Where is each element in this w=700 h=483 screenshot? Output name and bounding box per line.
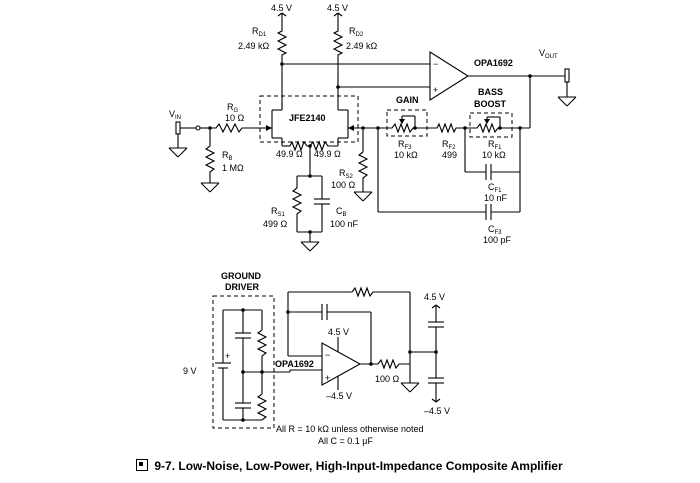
resistor-gd-100ohm: 100 Ω bbox=[375, 358, 410, 384]
svg-text:499: 499 bbox=[442, 150, 457, 160]
svg-text:GAIN: GAIN bbox=[396, 95, 419, 105]
svg-text:10 kΩ: 10 kΩ bbox=[482, 150, 506, 160]
svg-text:RD2: RD2 bbox=[349, 26, 364, 38]
resistor-gd-bottom bbox=[256, 393, 268, 421]
svg-text:JFE2140: JFE2140 bbox=[289, 113, 326, 123]
svg-text:10 kΩ: 10 kΩ bbox=[394, 150, 418, 160]
resistor-rs2: RS2 100 Ω bbox=[331, 151, 369, 192]
svg-text:CF3: CF3 bbox=[488, 224, 502, 236]
resistor-rf2: RF2 499 bbox=[433, 122, 465, 160]
svg-text:49.9 Ω: 49.9 Ω bbox=[314, 149, 341, 159]
opamp-main: − + OPA1692 bbox=[429, 51, 513, 101]
svg-text:10 Ω: 10 Ω bbox=[225, 113, 245, 123]
svg-text:RF2: RF2 bbox=[442, 139, 456, 151]
svg-text:+: + bbox=[225, 351, 230, 361]
resistor-rs1: RS1 499 Ω bbox=[263, 187, 303, 232]
svg-text:100 Ω: 100 Ω bbox=[375, 374, 400, 384]
svg-text:100 pF: 100 pF bbox=[483, 235, 512, 245]
note-capacitors: All C = 0.1 µF bbox=[318, 436, 373, 446]
capacitor-gd-bottom bbox=[235, 372, 251, 420]
svg-text:–4.5 V: –4.5 V bbox=[424, 406, 450, 416]
opamp-ground-driver: − + OPA1692 4.5 V –4.5 V bbox=[275, 327, 362, 401]
svg-text:4.5 V: 4.5 V bbox=[327, 3, 348, 13]
svg-text:RG: RG bbox=[227, 102, 239, 114]
svg-text:RB: RB bbox=[222, 150, 233, 162]
capacitor-cf1: CF1 10 nF bbox=[484, 164, 508, 203]
supply-rd1: 4.5 V bbox=[271, 3, 292, 28]
resistor-rd2: RD2 2.49 kΩ bbox=[332, 26, 378, 58]
svg-text:9 V: 9 V bbox=[183, 366, 197, 376]
resistor-gd-top bbox=[256, 329, 268, 372]
svg-text:10 nF: 10 nF bbox=[484, 193, 508, 203]
resistor-rd1: RD1 2.49 kΩ bbox=[238, 26, 288, 58]
svg-text:CB: CB bbox=[336, 206, 347, 218]
svg-text:OPA1692: OPA1692 bbox=[474, 58, 513, 68]
svg-text:RF1: RF1 bbox=[488, 139, 502, 151]
svg-text:2.49 kΩ: 2.49 kΩ bbox=[346, 41, 378, 51]
supply-caps-output: 4.5 V –4.5 V bbox=[424, 292, 450, 416]
svg-text:RS1: RS1 bbox=[271, 206, 286, 218]
resistor-rs-left: 49.9 Ω bbox=[276, 140, 310, 159]
svg-text:VIN: VIN bbox=[169, 109, 181, 121]
supply-rd2: 4.5 V bbox=[327, 3, 348, 28]
svg-text:4.5 V: 4.5 V bbox=[424, 292, 445, 302]
svg-text:GROUND: GROUND bbox=[221, 271, 261, 281]
svg-text:DRIVER: DRIVER bbox=[225, 282, 260, 292]
potentiometer-rf1: RF1 10 kΩ bbox=[465, 116, 530, 160]
capacitor-gd-feedback bbox=[321, 304, 328, 320]
figure-caption: 9-7. Low-Noise, Low-Power, High-Input-Im… bbox=[136, 459, 563, 473]
svg-text:VOUT: VOUT bbox=[539, 48, 558, 60]
svg-text:2.49 kΩ: 2.49 kΩ bbox=[238, 41, 270, 51]
battery-9v: 9 V + bbox=[183, 310, 231, 420]
vin-connector: VIN bbox=[168, 109, 188, 158]
svg-text:RS2: RS2 bbox=[339, 168, 354, 180]
jfet-jfe2140: JFE2140 bbox=[259, 95, 359, 146]
svg-text:BASS: BASS bbox=[478, 87, 503, 97]
resistor-rg: RG 10 Ω bbox=[210, 102, 262, 134]
figure-title: Low-Noise, Low-Power, High-Input-Impedan… bbox=[178, 459, 563, 473]
svg-text:4.5 V: 4.5 V bbox=[328, 327, 349, 337]
gain-pot-box bbox=[386, 109, 428, 137]
svg-text:499 Ω: 499 Ω bbox=[263, 219, 288, 229]
svg-text:4.5 V: 4.5 V bbox=[271, 3, 292, 13]
figure-icon bbox=[136, 459, 148, 471]
svg-text:BOOST: BOOST bbox=[474, 99, 507, 109]
svg-text:–4.5 V: –4.5 V bbox=[326, 391, 352, 401]
resistor-rs-right: 49.9 Ω bbox=[309, 140, 341, 159]
note-resistors: All R = 10 kΩ unless otherwise noted bbox=[276, 424, 424, 434]
bass-pot-box bbox=[469, 112, 513, 138]
potentiometer-rf3: RF3 10 kΩ bbox=[385, 115, 433, 160]
svg-text:+: + bbox=[325, 373, 330, 383]
svg-text:49.9 Ω: 49.9 Ω bbox=[276, 149, 303, 159]
capacitor-cb: CB 100 nF bbox=[314, 198, 359, 232]
vout-connector: VOUT bbox=[539, 48, 577, 107]
svg-text:OPA1692: OPA1692 bbox=[275, 359, 314, 369]
svg-text:−: − bbox=[325, 350, 330, 360]
svg-text:100 nF: 100 nF bbox=[330, 219, 359, 229]
svg-text:100 Ω: 100 Ω bbox=[331, 180, 356, 190]
svg-text:1 MΩ: 1 MΩ bbox=[222, 163, 244, 173]
svg-text:−: − bbox=[433, 59, 438, 69]
resistor-gd-feedback bbox=[351, 286, 410, 298]
figure-number: 9-7. bbox=[154, 459, 176, 473]
svg-text:+: + bbox=[433, 85, 438, 95]
capacitor-cf3: CF3 100 pF bbox=[483, 204, 512, 245]
ground-driver-box bbox=[212, 295, 275, 429]
svg-text:RF3: RF3 bbox=[398, 139, 412, 151]
resistor-rb: RB 1 MΩ bbox=[200, 128, 244, 193]
capacitor-gd-top bbox=[235, 310, 251, 372]
svg-text:RD1: RD1 bbox=[252, 26, 267, 38]
svg-text:CF1: CF1 bbox=[488, 182, 502, 194]
